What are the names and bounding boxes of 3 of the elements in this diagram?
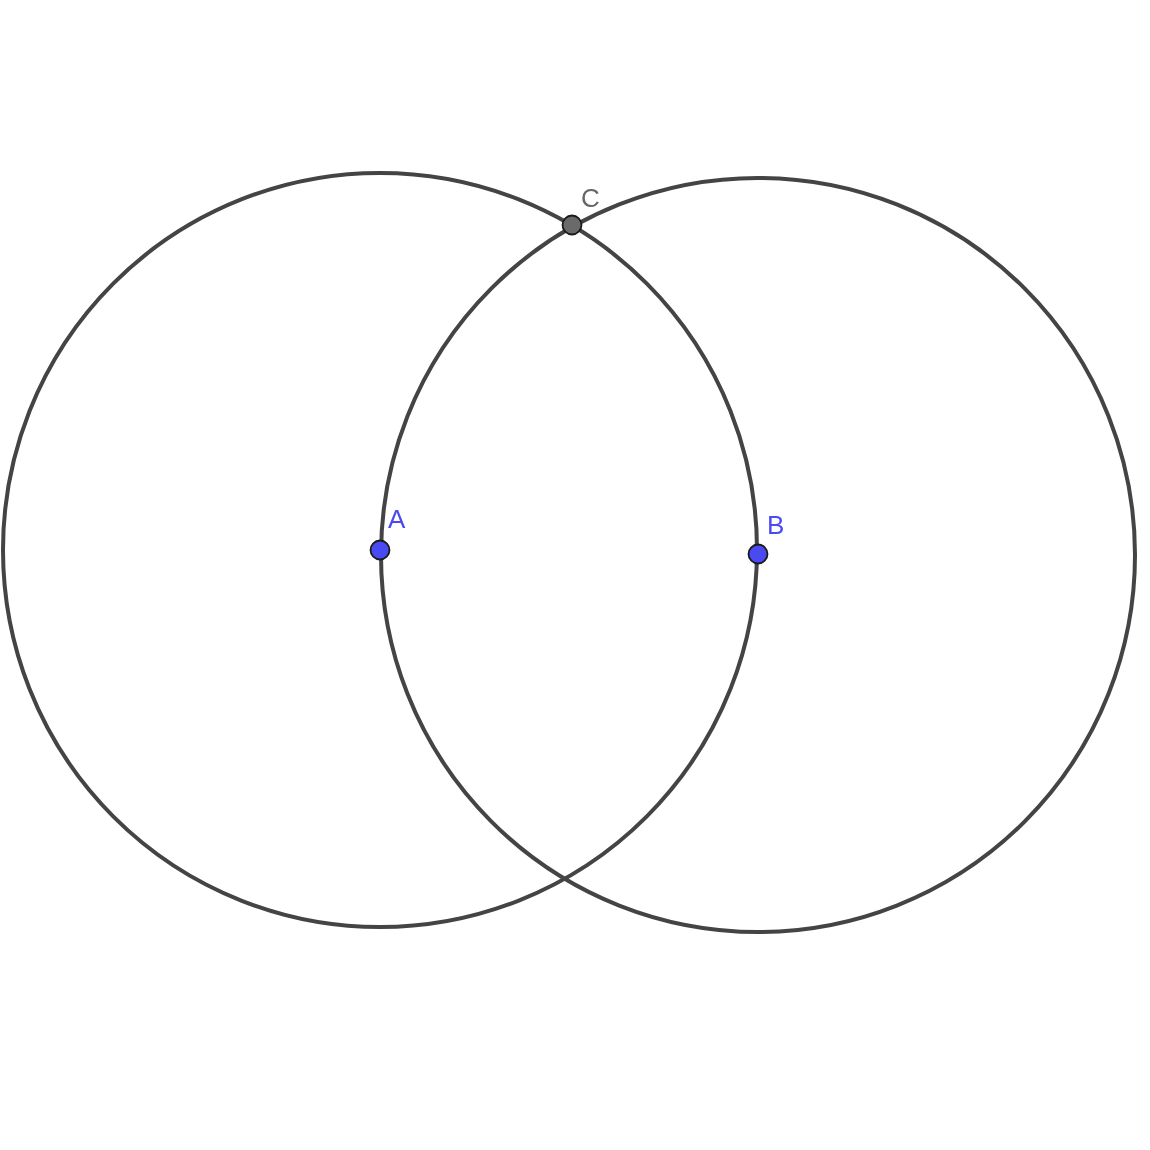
point-label: A bbox=[388, 506, 406, 532]
point-label: C bbox=[581, 185, 600, 211]
point-label: B bbox=[767, 512, 785, 538]
